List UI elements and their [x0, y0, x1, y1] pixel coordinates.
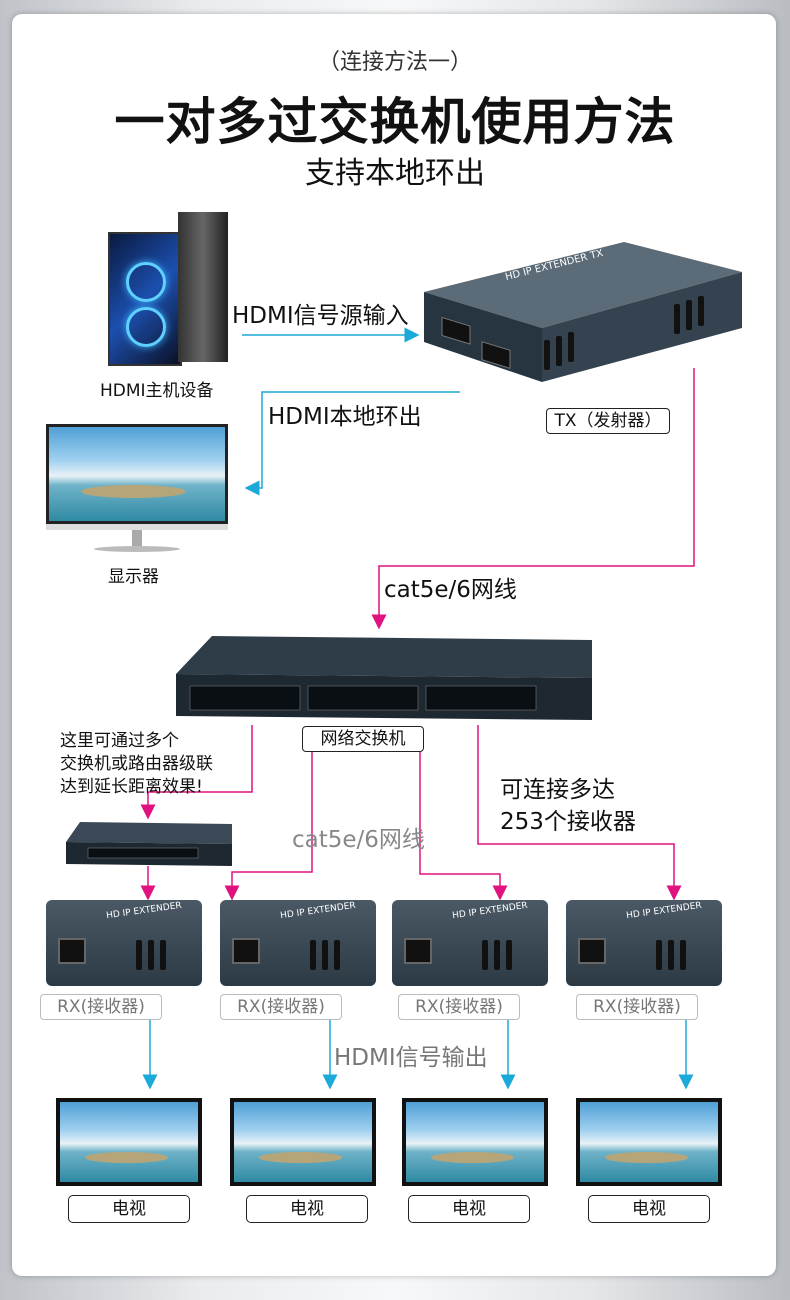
- rx-device-4: HD IP EXTENDER: [566, 900, 722, 986]
- cascade-note-line-3: 达到延长距离效果!: [60, 777, 203, 797]
- tagline: 支持本地环出: [305, 156, 485, 191]
- monitor-label: 显示器: [108, 567, 159, 587]
- tx-device: HD IP EXTENDER TX: [424, 242, 742, 382]
- page-title: 一对多过交换机使用方法: [114, 93, 676, 151]
- max-rx-note-line-2: 253个接收器: [500, 809, 636, 835]
- rx-device-2: HD IP EXTENDER: [220, 900, 376, 986]
- cable-top-label: cat5e/6网线: [384, 577, 517, 603]
- cascade-note-line-1: 这里可通过多个: [60, 731, 179, 751]
- rx-badge: HD IP EXTENDER: [279, 900, 357, 922]
- rx-label-1: RX(接收器): [40, 994, 162, 1020]
- rx-badge: HD IP EXTENDER: [105, 900, 183, 922]
- tv-label-4: 电视: [588, 1195, 710, 1223]
- switch-label: 网络交换机: [302, 726, 424, 752]
- tv-3: [402, 1098, 548, 1186]
- pc-label: HDMI主机设备: [100, 381, 214, 401]
- rx-label-4: RX(接收器): [576, 994, 698, 1020]
- max-rx-note-line-1: 可连接多达: [500, 777, 615, 803]
- pc-tower: [108, 212, 228, 366]
- rx-device-1: HD IP EXTENDER: [46, 900, 202, 986]
- wire-cat-rx2: [224, 750, 313, 901]
- tv-label-2: 电视: [246, 1195, 368, 1223]
- monitor: [46, 424, 228, 558]
- rx-badge: HD IP EXTENDER: [625, 900, 703, 922]
- tv-label-3: 电视: [408, 1195, 530, 1223]
- hdmi-output-label: HDMI信号输出: [334, 1045, 488, 1071]
- wire-hdmi-loop: [244, 391, 460, 496]
- tv-label-1: 电视: [68, 1195, 190, 1223]
- tx-label: TX（发射器）: [546, 408, 670, 434]
- cable-mid-label: cat5e/6网线: [292, 827, 425, 853]
- hdmi-input-label: HDMI信号源输入: [232, 303, 409, 329]
- rx-label-2: RX(接收器): [220, 994, 342, 1020]
- tv-4: [576, 1098, 722, 1186]
- cascade-note-line-2: 交换机或路由器级联: [60, 754, 213, 774]
- tv-1: [56, 1098, 202, 1186]
- tv-2: [230, 1098, 376, 1186]
- network-switch: [176, 636, 592, 720]
- wire-cat-main: [371, 368, 695, 630]
- wire-cat-rx4: [477, 725, 682, 901]
- rx-label-3: RX(接收器): [398, 994, 520, 1020]
- rx-device-3: HD IP EXTENDER: [392, 900, 548, 986]
- wire-cat-rx3: [419, 750, 508, 901]
- small-switch: [66, 822, 232, 866]
- hdmi-loop-label: HDMI本地环出: [268, 404, 422, 430]
- rx-badge: HD IP EXTENDER: [451, 900, 529, 922]
- subtitle: （连接方法一）: [317, 50, 472, 75]
- wire-cat-cascade: [140, 725, 253, 820]
